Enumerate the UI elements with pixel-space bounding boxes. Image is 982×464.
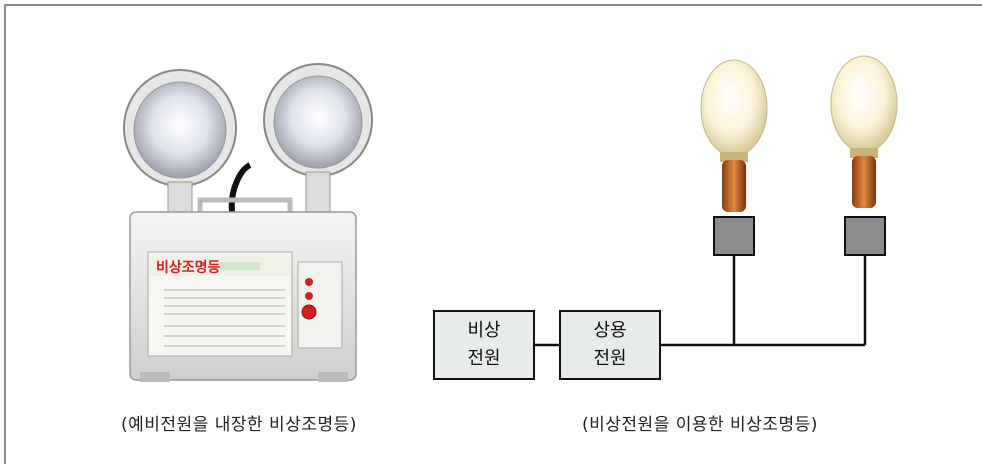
right-caption: (비상전원을 이용한 비상조명등) <box>582 415 818 435</box>
right-lamp-head <box>263 63 373 217</box>
device-label: 비상조명등 <box>156 259 221 276</box>
bulb-2-icon <box>830 55 898 208</box>
bulb-1-icon <box>700 59 768 212</box>
emergency-power-line1: 비상 <box>467 320 501 341</box>
indicator-lamp <box>305 278 313 286</box>
figure-frame <box>4 4 982 464</box>
wiring <box>534 255 867 347</box>
left-lamp-head <box>123 69 237 217</box>
commercial-power-box: 상용 전원 <box>559 310 661 380</box>
commercial-power-line2: 전원 <box>593 348 627 369</box>
commercial-power-line1: 상용 <box>593 320 627 341</box>
left-caption: (예비전원을 내장한 비상조명등) <box>121 415 357 435</box>
socket-2 <box>844 216 886 256</box>
emergency-power-box: 비상 전원 <box>433 310 535 380</box>
socket-1 <box>713 216 755 256</box>
emergency-light-unit-illustration: 비상조명등 <box>123 55 898 382</box>
emergency-power-line2: 전원 <box>467 348 501 369</box>
test-button <box>301 304 317 320</box>
